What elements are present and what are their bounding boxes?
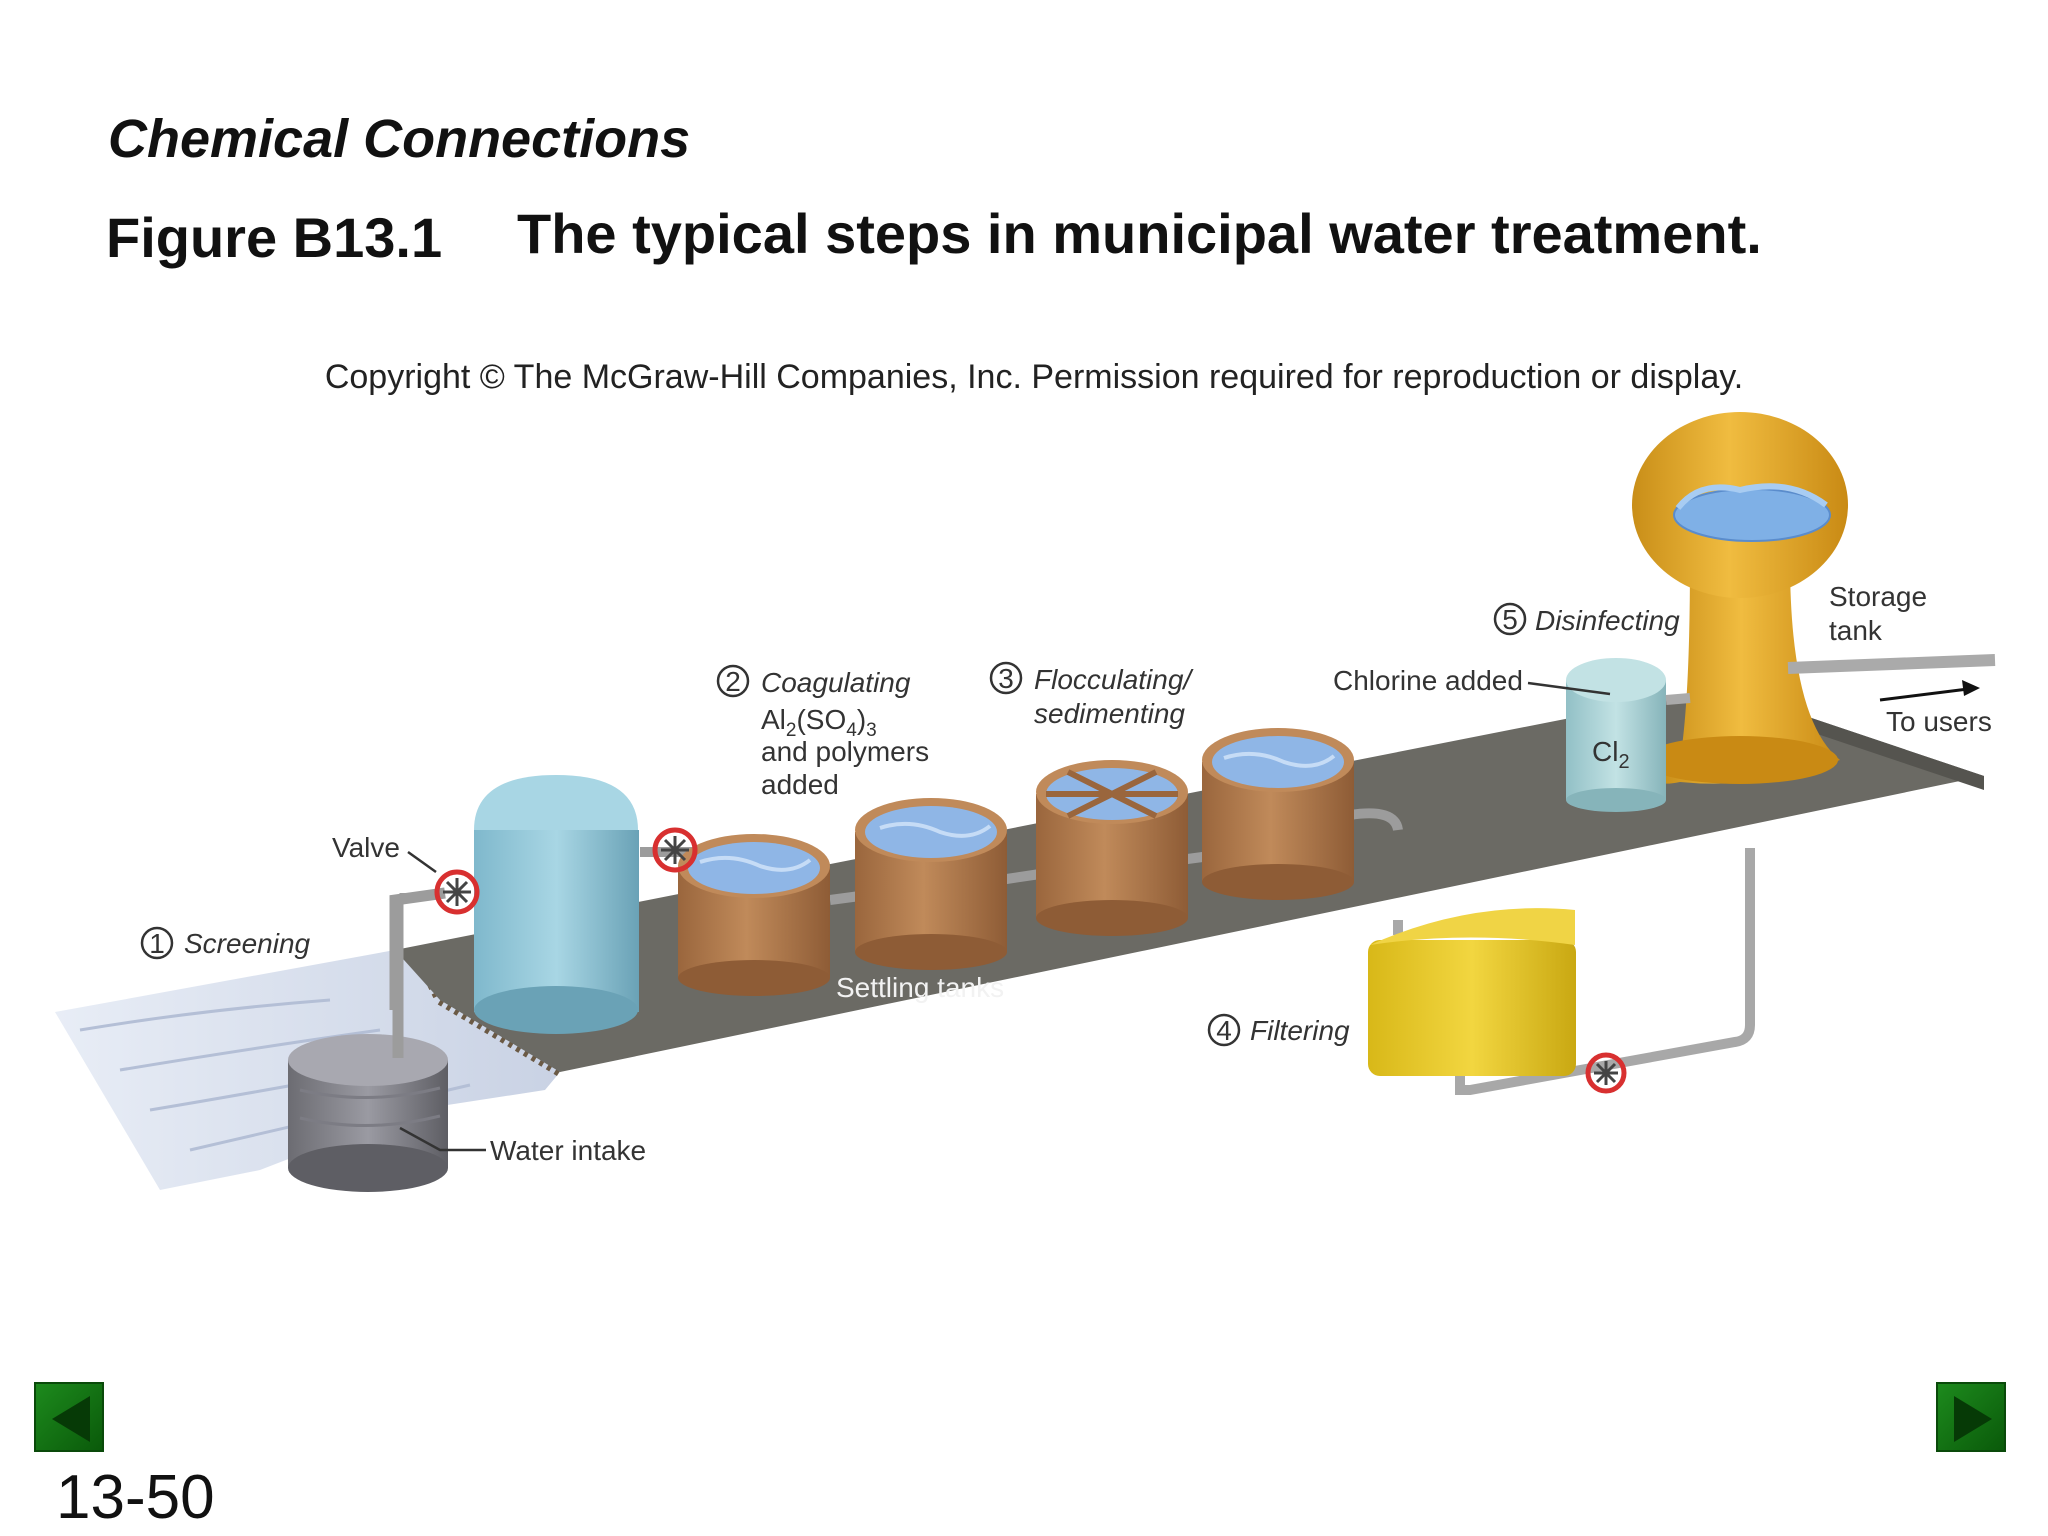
filter-tank: [1368, 908, 1576, 1076]
svg-text:1: 1: [149, 928, 165, 959]
arrow-left-icon: [52, 1396, 90, 1442]
section-title: Chemical Connections: [108, 109, 691, 169]
valve-intake[interactable]: [434, 869, 480, 915]
sedimenting-tank: [1202, 728, 1354, 900]
svg-text:3: 3: [998, 663, 1014, 694]
coagulant-formula: Al2(SO4)3: [761, 704, 877, 741]
chlorine-added-label: Chlorine added: [1333, 665, 1523, 696]
step-5-marker: 5: [1493, 602, 1527, 636]
storage-tank-label: Storage: [1829, 581, 1927, 612]
coagulation-tank: [474, 775, 639, 1034]
valve-label: Valve: [332, 832, 400, 863]
flocculating-tank: [1036, 760, 1188, 936]
valve-filter[interactable]: [1585, 1052, 1627, 1094]
copyright-notice: Copyright © The McGraw-Hill Companies, I…: [324, 358, 1744, 396]
figure-number: Figure B13.1: [106, 206, 443, 269]
slide-number: 13-50: [56, 1463, 215, 1532]
coagulant-line3: added: [761, 769, 839, 800]
storage-tank-label-line2: tank: [1829, 615, 1883, 646]
step-4-label: Filtering: [1250, 1015, 1350, 1046]
settling-tanks-label: Settling tanks: [836, 972, 1004, 1003]
storage-tank: [1632, 412, 1848, 784]
settling-tank-2: [855, 798, 1007, 970]
cl2-label: Cl2: [1592, 736, 1630, 773]
next-slide-button[interactable]: [1936, 1382, 2006, 1452]
step-4-marker: 4: [1207, 1013, 1241, 1047]
valve-tank[interactable]: [652, 827, 698, 873]
step-3-label: Flocculating/: [1034, 664, 1194, 695]
settling-tank-1: [678, 834, 830, 996]
arrow-right-icon: [1954, 1396, 1992, 1442]
svg-text:5: 5: [1502, 604, 1518, 635]
step-3-marker: 3: [989, 661, 1023, 695]
svg-text:4: 4: [1216, 1015, 1232, 1046]
step-2-label: Coagulating: [761, 667, 911, 698]
to-users-label: To users: [1886, 706, 1992, 737]
figure-caption: The typical steps in municipal water tre…: [517, 202, 1762, 265]
intake-tank: [288, 1034, 448, 1192]
step-2-marker: 2: [716, 664, 750, 698]
step-1-label: Screening: [184, 928, 311, 959]
coagulant-line2: and polymers: [761, 736, 929, 767]
previous-slide-button[interactable]: [34, 1382, 104, 1452]
water-intake-label: Water intake: [490, 1135, 646, 1166]
svg-text:2: 2: [725, 666, 741, 697]
step-3-label-line2: sedimenting: [1034, 698, 1185, 729]
step-5-label: Disinfecting: [1535, 605, 1680, 636]
step-1-marker: 1: [140, 926, 174, 960]
